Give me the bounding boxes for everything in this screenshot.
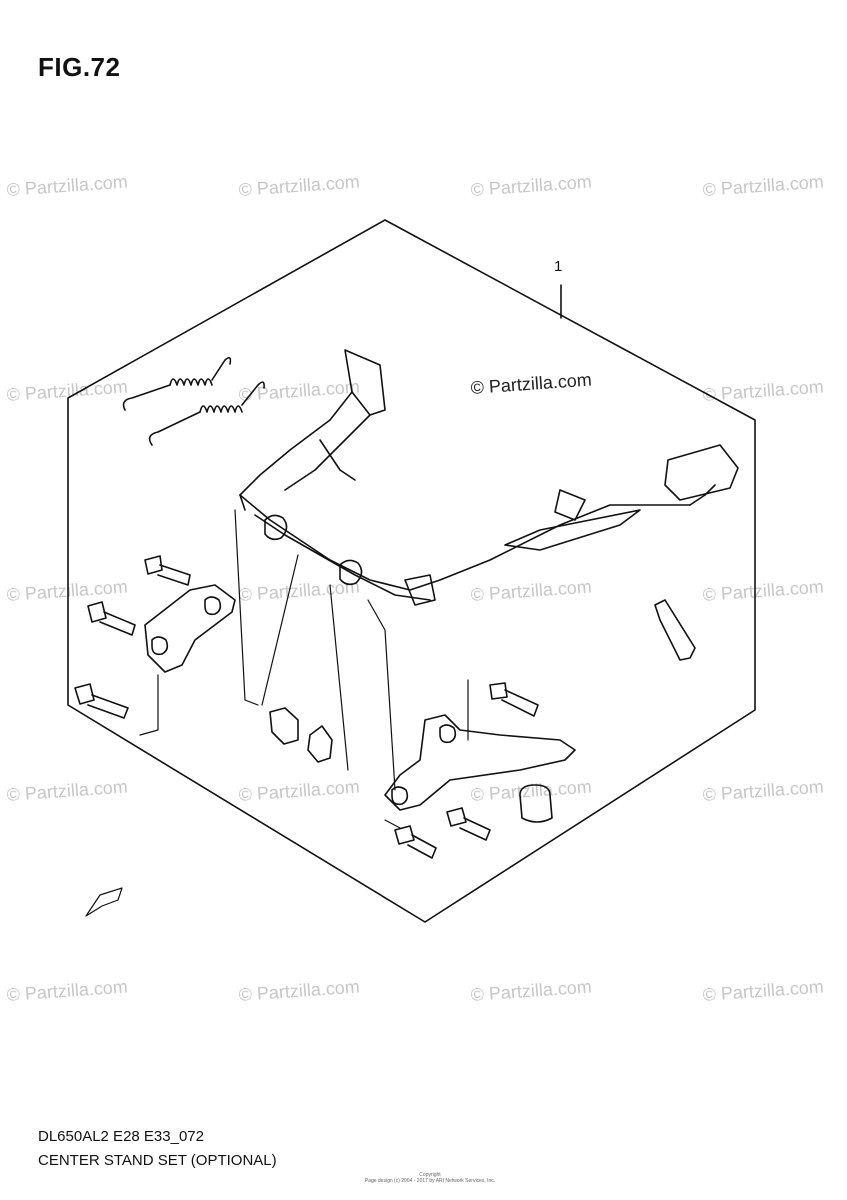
bushing — [307, 725, 333, 763]
bolt — [74, 683, 129, 719]
figure-title: FIG.72 — [38, 52, 121, 82]
pin — [654, 599, 696, 661]
bolt — [489, 682, 539, 717]
forward-arrow — [85, 887, 123, 917]
bushing — [269, 707, 299, 745]
center-stand-frame — [239, 349, 739, 606]
bracket-right — [384, 714, 576, 811]
copyright-notice: Copyright Page design (c) 2004 - 2017 by… — [360, 1172, 500, 1184]
bolt — [446, 807, 491, 841]
bracket-left — [144, 584, 236, 673]
bolt — [394, 825, 437, 859]
spring-upper — [122, 356, 232, 411]
spring-lower — [148, 381, 265, 446]
figure-code: DL650AL2 E28 E33_072 — [38, 1128, 204, 1145]
figure-description: CENTER STAND SET (OPTIONAL) — [38, 1152, 277, 1169]
copyright-line: Copyright — [419, 1172, 441, 1178]
copyright-line: Page design (c) 2004 - 2017 by ARI Netwo… — [364, 1178, 496, 1184]
box-outline — [67, 219, 756, 923]
rubber-stopper — [519, 784, 553, 823]
callout-label: 1 — [554, 258, 563, 275]
bolt — [87, 601, 136, 636]
bolt — [144, 555, 191, 586]
